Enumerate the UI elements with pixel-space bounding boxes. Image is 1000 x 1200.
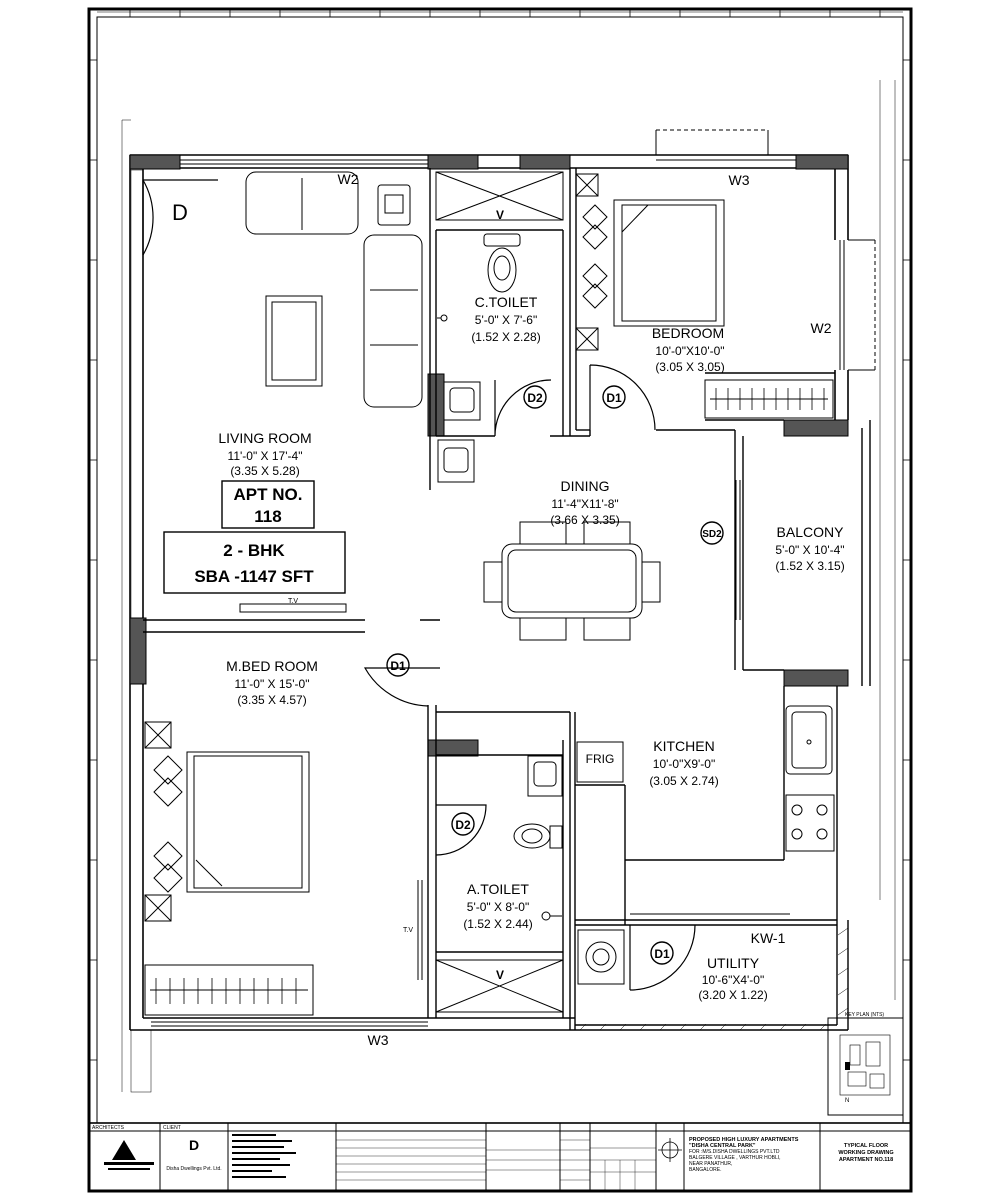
living-room-metric: (3.35 X 5.28) — [230, 464, 299, 478]
c-toilet-ventilator-tag: V — [496, 208, 504, 222]
key-plan: KEY PLAN (NTS) N — [827, 1012, 904, 1116]
balcony-metric: (1.52 X 3.15) — [775, 559, 844, 573]
master-bed-furniture — [144, 721, 314, 1016]
living-room-size: 11'-0" X 17'-4" — [228, 449, 303, 463]
master-bedroom-door-tag: D1 — [390, 659, 406, 673]
project-line-4: BALGERE VILLAGE , VARTHUR HOBLI, — [689, 1155, 781, 1161]
drawing-title-3: APARTMENT NO.118 — [839, 1157, 893, 1163]
a-toilet-size: 5'-0" X 8'-0" — [467, 900, 529, 914]
master-bedroom-size: 11'-0" X 15'-0" — [235, 677, 310, 691]
bedroom-name: BEDROOM — [652, 325, 724, 341]
project-line-6: BANGALORE. — [689, 1167, 722, 1173]
unit-type-box: 2 - BHK SBA -1147 SFT — [163, 531, 346, 594]
master-bedroom-metric: (3.35 X 4.57) — [237, 693, 306, 707]
client-name: Disha Dwellings Pvt. Ltd. — [166, 1166, 221, 1172]
a-toilet-door-tag: D2 — [455, 818, 471, 832]
bedroom-size: 10'-0"X10'-0" — [655, 344, 724, 358]
border-ticks — [89, 9, 911, 1061]
bedroom-metric: (3.05 X 3.05) — [655, 360, 724, 374]
drawing-title-2: WORKING DRAWING — [838, 1150, 893, 1156]
fridge-label: FRIG — [586, 752, 615, 766]
main-door-tag: D — [172, 200, 188, 225]
unit-sba: SBA -1147 SFT — [194, 567, 314, 586]
utility-name: UTILITY — [707, 955, 760, 971]
c-toilet-fixtures — [435, 171, 564, 483]
master-bedroom-name: M.BED ROOM — [226, 658, 318, 674]
c-toilet-name: C.TOILET — [475, 294, 538, 310]
kitchen-window-tag: KW-1 — [751, 930, 786, 946]
a-toilet-metric: (1.52 X 2.44) — [463, 917, 532, 931]
living-tv-label: T.V — [288, 598, 298, 605]
unit-bhk: 2 - BHK — [223, 541, 285, 560]
c-toilet-metric: (1.52 X 2.28) — [471, 330, 540, 344]
balcony-size: 5'-0" X 10'-4" — [775, 543, 844, 557]
bedroom-door-tag: D1 — [606, 391, 622, 405]
key-plan-north: N — [845, 1098, 849, 1104]
door-swings — [142, 179, 696, 991]
master-tv-label: T.V — [403, 927, 413, 934]
structural-columns — [129, 154, 849, 757]
kitchen-fixtures — [576, 705, 835, 985]
a-toilet-name: A.TOILET — [467, 881, 529, 897]
dining-size: 11'-4"X11'-8" — [551, 497, 618, 511]
project-line-3: FOR :M/S.DISHA DWELLINGS PVT.LTD — [689, 1149, 780, 1155]
apt-no-value: 118 — [254, 507, 281, 526]
site-grid-lines — [121, 80, 896, 1092]
dining-metric: (3.66 X 3.35) — [550, 513, 619, 527]
a-toilet-ventilator-tag: V — [496, 968, 504, 982]
balcony-sliding-door-tag: SD2 — [702, 529, 722, 540]
utility-metric: (3.20 X 1.22) — [698, 988, 767, 1002]
windows — [151, 129, 876, 1027]
drawing-title-1: TYPICAL FLOOR — [844, 1143, 888, 1149]
a-toilet-fixtures — [435, 755, 564, 1013]
title-block: ARCHITECTS CLIENT D Disha Dwellings Pvt.… — [88, 1122, 912, 1192]
svg-text:D: D — [189, 1137, 199, 1153]
bedroom-window-w2-tag: W2 — [811, 320, 832, 336]
utility-size: 10'-6"X4'-0" — [702, 973, 764, 987]
c-toilet-size: 5'-0" X 7'-6" — [475, 313, 537, 327]
key-plan-label: KEY PLAN (NTS) — [845, 1012, 884, 1018]
utility-hatch — [579, 927, 849, 1031]
dining-name: DINING — [561, 478, 610, 494]
room-labels: LIVING ROOM 11'-0" X 17'-4" (3.35 X 5.28… — [218, 294, 844, 1002]
apartment-number-box: APT NO. 118 — [221, 480, 315, 529]
master-window-tag: W3 — [368, 1032, 389, 1048]
project-line-1: PROPOSED HIGH LUXURY APARTMENTS — [689, 1137, 799, 1143]
bedroom-furniture — [575, 173, 834, 419]
living-window-tag: W2 — [338, 171, 359, 187]
project-line-2: "DISHA CENTRAL PARK" — [689, 1143, 756, 1149]
utility-door-tag: D1 — [654, 947, 670, 961]
kitchen-metric: (3.05 X 2.74) — [649, 774, 718, 788]
living-room-name: LIVING ROOM — [218, 430, 311, 446]
apt-no-label: APT NO. — [234, 485, 303, 504]
kitchen-size: 10'-0"X9'-0" — [653, 757, 715, 771]
wardrobe-hangers-master — [155, 978, 297, 1004]
bedroom-window-w3-tag: W3 — [729, 172, 750, 188]
interior-walls — [143, 168, 871, 1031]
architects-heading: ARCHITECTS — [92, 1125, 125, 1131]
project-line-5: NEAR PANATHUR, — [689, 1161, 732, 1167]
sheet-border — [87, 7, 913, 1193]
balcony-name: BALCONY — [777, 524, 845, 540]
kitchen-name: KITCHEN — [653, 738, 714, 754]
client-heading: CLIENT — [163, 1125, 181, 1131]
opening-tags: D D2 D1 D1 D2 D1 SD2 W2 W3 W2 W3 KW-1 V … — [172, 171, 832, 1048]
wardrobe-hangers-bedroom — [715, 388, 825, 410]
c-toilet-door-tag: D2 — [527, 391, 543, 405]
living-furniture — [239, 171, 423, 613]
dining-table — [483, 521, 661, 641]
